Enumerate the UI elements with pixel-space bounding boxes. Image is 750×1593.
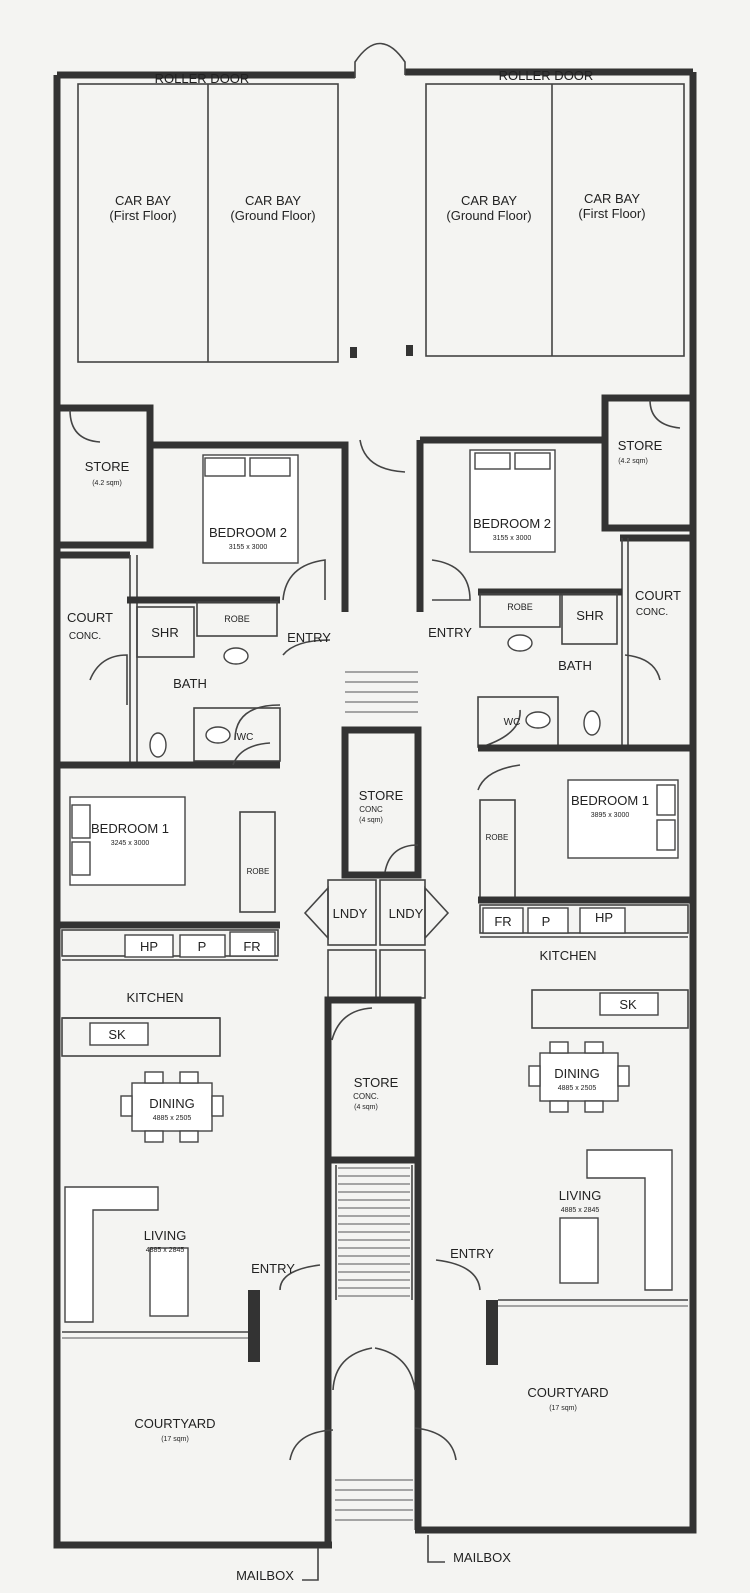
left-courtyard-area: (17 sqm) — [161, 1436, 189, 1443]
right-living-dim: 4885 x 2845 — [561, 1207, 600, 1214]
car-bay-4-sub: (First Floor) — [578, 206, 645, 221]
right-court-sub: CONC. — [636, 607, 668, 618]
car-bay-1-sub: (First Floor) — [109, 208, 176, 223]
furniture — [64, 449, 679, 1323]
left-bath-label: BATH — [173, 676, 207, 691]
left-court-label: COURT — [67, 610, 113, 625]
lndy-left-label: LNDY — [333, 906, 368, 921]
left-unit-walls — [57, 404, 349, 1545]
labels: ROLLER DOOR ROLLER DOOR CAR BAY (First F… — [67, 68, 681, 1583]
centre-store-lower-label: STORE — [354, 1075, 399, 1090]
right-court-label: COURT — [635, 588, 681, 603]
left-bedroom1-label: BEDROOM 1 — [91, 821, 169, 836]
right-bedroom2-label: BEDROOM 2 — [473, 516, 551, 531]
left-entry-top-label: ENTRY — [287, 630, 331, 645]
left-entry-label: ENTRY — [251, 1261, 295, 1276]
right-hp-label: HP — [595, 910, 613, 925]
car-bay-3-label: CAR BAY — [461, 193, 517, 208]
right-mailbox-label: MAILBOX — [453, 1550, 511, 1565]
lndy-right-label: LNDY — [389, 906, 424, 921]
right-fr-label: FR — [494, 914, 511, 929]
right-shr-label: SHR — [576, 608, 603, 623]
left-dining-dim: 4885 x 2505 — [153, 1115, 192, 1122]
right-bedroom1-dim: 3895 x 3000 — [591, 812, 630, 819]
right-p-label: P — [542, 914, 551, 929]
left-bedroom1-dim: 3245 x 3000 — [111, 840, 150, 847]
left-store-label: STORE — [85, 459, 130, 474]
right-sk-label: SK — [619, 997, 637, 1012]
left-dining-label: DINING — [149, 1096, 195, 1111]
left-living-dim: 4885 x 2845 — [146, 1247, 185, 1254]
left-mailbox-label: MAILBOX — [236, 1568, 294, 1583]
centre-store-upper-area: (4 sqm) — [359, 817, 383, 824]
right-bedroom1-label: BEDROOM 1 — [571, 793, 649, 808]
car-bay-2-label: CAR BAY — [245, 193, 301, 208]
left-court-sub: CONC. — [69, 631, 101, 642]
left-shr-label: SHR — [151, 625, 178, 640]
centre-store-upper-sub: CONC — [359, 805, 383, 814]
left-fr-label: FR — [243, 939, 260, 954]
right-living-label: LIVING — [559, 1188, 602, 1203]
left-living-label: LIVING — [144, 1228, 187, 1243]
right-store-area: (4.2 sqm) — [618, 458, 648, 465]
right-store-label: STORE — [618, 438, 663, 453]
car-bay-2-sub: (Ground Floor) — [230, 208, 315, 223]
right-robe-label: ROBE — [486, 833, 509, 842]
car-bays — [77, 83, 685, 363]
outer-walls — [53, 68, 697, 1549]
left-p-label: P — [198, 939, 207, 954]
right-courtyard-area: (17 sqm) — [549, 1405, 577, 1412]
left-sk-label: SK — [108, 1027, 126, 1042]
right-wc-label: WC — [504, 717, 521, 728]
centre-store-upper-label: STORE — [359, 788, 404, 803]
right-bath-label: BATH — [558, 658, 592, 673]
right-robe-top-label: ROBE — [507, 602, 533, 612]
left-robe-label: ROBE — [247, 867, 270, 876]
centre-store-lower-area: (4 sqm) — [354, 1104, 378, 1111]
right-bedroom2-dim: 3155 x 3000 — [493, 535, 532, 542]
left-wc-label: WC — [237, 732, 254, 743]
right-entry-top-label: ENTRY — [428, 625, 472, 640]
right-kitchen-label: KITCHEN — [539, 948, 596, 963]
roller-door-left-label: ROLLER DOOR — [155, 71, 250, 86]
car-bay-1-label: CAR BAY — [115, 193, 171, 208]
centre-store-lower-sub: CONC. — [353, 1092, 379, 1101]
left-hp-label: HP — [140, 939, 158, 954]
roller-door-right-label: ROLLER DOOR — [499, 68, 594, 83]
left-courtyard-label: COURTYARD — [134, 1416, 215, 1431]
left-store-area: (4.2 sqm) — [92, 480, 122, 487]
car-bay-4-label: CAR BAY — [584, 191, 640, 206]
mailbox-pointers — [302, 1535, 445, 1581]
left-bedroom2-label: BEDROOM 2 — [209, 525, 287, 540]
right-courtyard-label: COURTYARD — [527, 1385, 608, 1400]
left-robe-top-label: ROBE — [224, 614, 250, 624]
car-bay-3-sub: (Ground Floor) — [446, 208, 531, 223]
centre-walls — [289, 439, 457, 1521]
right-dining-label: DINING — [554, 1066, 600, 1081]
left-bedroom2-dim: 3155 x 3000 — [229, 544, 268, 551]
right-entry-label: ENTRY — [450, 1246, 494, 1261]
right-dining-dim: 4885 x 2505 — [558, 1085, 597, 1092]
front-door-arc — [354, 42, 406, 78]
left-kitchen-label: KITCHEN — [126, 990, 183, 1005]
